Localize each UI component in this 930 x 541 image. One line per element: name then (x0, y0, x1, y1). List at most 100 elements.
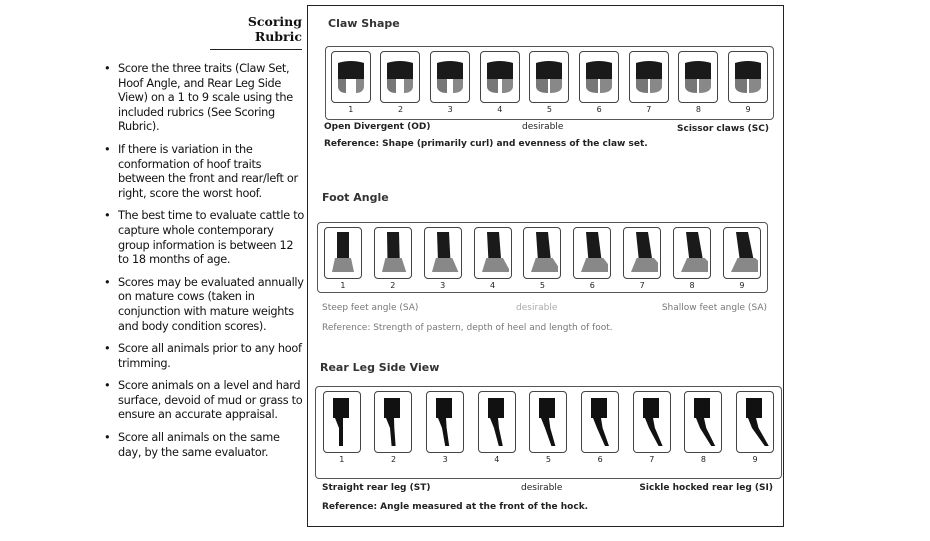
foot-strip: 1 2 3 4 5 6 7 8 9 (317, 222, 768, 293)
claw-illustration (330, 51, 371, 103)
foot-illustration (573, 227, 612, 279)
foot-score-8: 8 (673, 227, 712, 290)
rear-illustration (529, 391, 568, 453)
score-number: 7 (639, 281, 645, 290)
rear-score-3: 3 (426, 391, 465, 464)
foot-illustration (473, 227, 512, 279)
claw-illustration (529, 51, 570, 103)
rear-illustration (426, 391, 465, 453)
bullet-item: Scores may be evaluated annually on matu… (104, 276, 304, 334)
bullet-item: Score all animals on the same day, by th… (104, 431, 304, 460)
rear-illustration (374, 391, 413, 453)
claw-score-5: 5 (529, 51, 570, 114)
rear-score-5: 5 (529, 391, 568, 464)
claw-reference: Reference: Shape (primarily curl) and ev… (324, 139, 648, 149)
claw-illustration (728, 51, 769, 103)
rear-illustration (736, 391, 775, 453)
claw-illustration (380, 51, 421, 103)
claw-score-9: 9 (728, 51, 769, 114)
rear-left-label: Straight rear leg (ST) (322, 483, 431, 493)
score-number: 6 (597, 455, 603, 464)
foot-illustration (722, 227, 761, 279)
claw-score-7: 7 (628, 51, 669, 114)
foot-score-6: 6 (573, 227, 612, 290)
score-number: 4 (490, 281, 496, 290)
foot-left-label: Steep feet angle (SA) (322, 303, 419, 313)
foot-score-4: 4 (473, 227, 512, 290)
claw-illustration (628, 51, 669, 103)
rear-score-7: 7 (632, 391, 671, 464)
rear-score-4: 4 (477, 391, 516, 464)
score-number: 4 (494, 455, 500, 464)
rear-right-label: Sickle hocked rear leg (SI) (639, 483, 773, 493)
rear-title: Rear Leg Side View (320, 361, 440, 374)
rubric-title: Scoring Rubric (210, 14, 302, 50)
score-number: 9 (752, 455, 758, 464)
rubric-panel: Claw Shape 1 2 3 4 5 6 7 8 9 Open Diverg… (307, 5, 784, 527)
foot-score-1: 1 (323, 227, 362, 290)
foot-score-2: 2 (373, 227, 412, 290)
claw-right-label: Scissor claws (SC) (677, 124, 769, 134)
score-number: 1 (348, 105, 354, 114)
score-number: 9 (739, 281, 745, 290)
foot-score-3: 3 (423, 227, 462, 290)
score-number: 4 (497, 105, 503, 114)
bullet-item: Score the three traits (Claw Set, Hoof A… (104, 62, 304, 135)
foot-title: Foot Angle (322, 191, 389, 204)
score-number: 6 (589, 281, 595, 290)
foot-score-7: 7 (623, 227, 662, 290)
claw-score-6: 6 (579, 51, 620, 114)
claw-illustration (579, 51, 620, 103)
foot-score-9: 9 (722, 227, 761, 290)
claw-illustration (479, 51, 520, 103)
foot-illustration (423, 227, 462, 279)
rear-illustration (632, 391, 671, 453)
bullet-item: The best time to evaluate cattle to capt… (104, 209, 304, 267)
score-number: 2 (390, 455, 397, 464)
rear-mid-label: desirable (521, 483, 563, 493)
foot-right-label: Shallow feet angle (SA) (661, 303, 767, 313)
claw-mid-label: desirable (522, 122, 564, 132)
foot-illustration (323, 227, 362, 279)
instruction-list: Score the three traits (Claw Set, Hoof A… (104, 62, 304, 468)
rear-strip: 1 2 3 4 5 6 7 8 9 (315, 386, 782, 479)
claw-score-8: 8 (678, 51, 719, 114)
score-number: 5 (546, 105, 552, 114)
claw-left-label: Open Divergent (OD) (324, 122, 431, 132)
score-number: 8 (700, 455, 706, 464)
foot-illustration (673, 227, 712, 279)
rear-score-1: 1 (322, 391, 361, 464)
score-number: 8 (695, 105, 701, 114)
rear-score-6: 6 (581, 391, 620, 464)
score-number: 5 (539, 281, 545, 290)
claw-score-1: 1 (330, 51, 371, 114)
rear-illustration (684, 391, 723, 453)
claw-illustration (678, 51, 719, 103)
foot-reference: Reference: Strength of pastern, depth of… (322, 323, 613, 333)
score-number: 3 (442, 455, 448, 464)
score-number: 3 (440, 281, 446, 290)
score-number: 7 (649, 455, 655, 464)
claw-strip: 1 2 3 4 5 6 7 8 9 (325, 46, 774, 120)
score-number: 1 (339, 455, 345, 464)
score-number: 3 (447, 105, 453, 114)
bullet-item: If there is variation in the conformatio… (104, 143, 304, 201)
score-number: 5 (545, 455, 551, 464)
rear-score-9: 9 (736, 391, 775, 464)
score-number: 8 (689, 281, 695, 290)
score-number: 1 (340, 281, 346, 290)
rear-illustration (581, 391, 620, 453)
foot-illustration (523, 227, 562, 279)
score-number: 9 (745, 105, 751, 114)
foot-mid-label: desirable (516, 303, 558, 313)
claw-score-3: 3 (430, 51, 471, 114)
claw-title: Claw Shape (328, 17, 400, 30)
foot-illustration (623, 227, 662, 279)
foot-score-5: 5 (523, 227, 562, 290)
claw-illustration (430, 51, 471, 103)
score-number: 2 (390, 281, 396, 290)
score-number: 6 (596, 105, 602, 114)
rear-reference: Reference: Angle measured at the front o… (322, 502, 589, 512)
rear-score-8: 8 (684, 391, 723, 464)
bullet-item: Score all animals prior to any hoof trim… (104, 342, 304, 371)
